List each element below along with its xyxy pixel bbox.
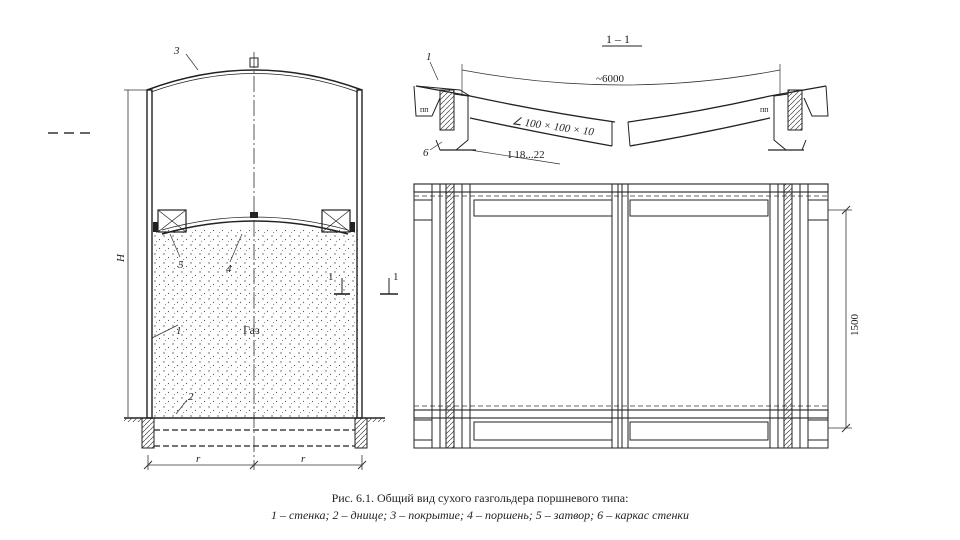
piston: [153, 209, 355, 235]
section-cut-marks: [334, 278, 398, 295]
label-section-wall: 1: [426, 51, 432, 63]
label-seal: 5: [178, 259, 184, 271]
figure-caption-legend: 1 – стенка; 2 – днище; 3 – покрытие; 4 –…: [270, 508, 690, 522]
label-pn-left: пп: [420, 105, 429, 114]
roof: [146, 69, 363, 91]
span-dimension: [461, 69, 781, 86]
beam-profile-label: I 18...22: [508, 149, 545, 161]
gas-volume: [151, 230, 358, 418]
label-gas: Газ: [243, 323, 260, 337]
section-mark-a: 1: [328, 271, 334, 283]
radius-dimension: [143, 455, 367, 470]
elevation-height-label: 1500: [849, 314, 861, 337]
label-radius-right: r: [301, 453, 306, 465]
label-wall: 1: [176, 325, 182, 337]
foundation: [141, 417, 368, 449]
span-label: ~6000: [596, 73, 624, 85]
label-height: H: [115, 253, 127, 263]
ground: [124, 417, 385, 422]
label-roof: 3: [173, 45, 180, 57]
wall-frame-elevation: 1500: [413, 183, 861, 449]
figure-caption-title: Рис. 6.1. Общий вид сухого газгольдера п…: [331, 491, 629, 505]
label-pn-right: пп: [760, 105, 769, 114]
label-frame: 6: [423, 147, 429, 159]
section-1-1-view: 1 – 1 ~6000 пп: [413, 32, 829, 165]
left-wall-bracket: пп: [413, 85, 476, 151]
label-bottom: 2: [188, 391, 194, 403]
section-mark-b: 1: [393, 271, 399, 283]
section-title: 1 – 1: [606, 32, 630, 46]
roof-beams: [415, 85, 827, 147]
right-wall-bracket: пп: [760, 85, 829, 151]
label-radius-left: r: [196, 453, 201, 465]
gasholder-section-view: 3 4 5 1 2 H Газ r r 1 1: [115, 45, 399, 470]
label-piston: 4: [226, 263, 232, 275]
height-dimension: [124, 89, 147, 418]
